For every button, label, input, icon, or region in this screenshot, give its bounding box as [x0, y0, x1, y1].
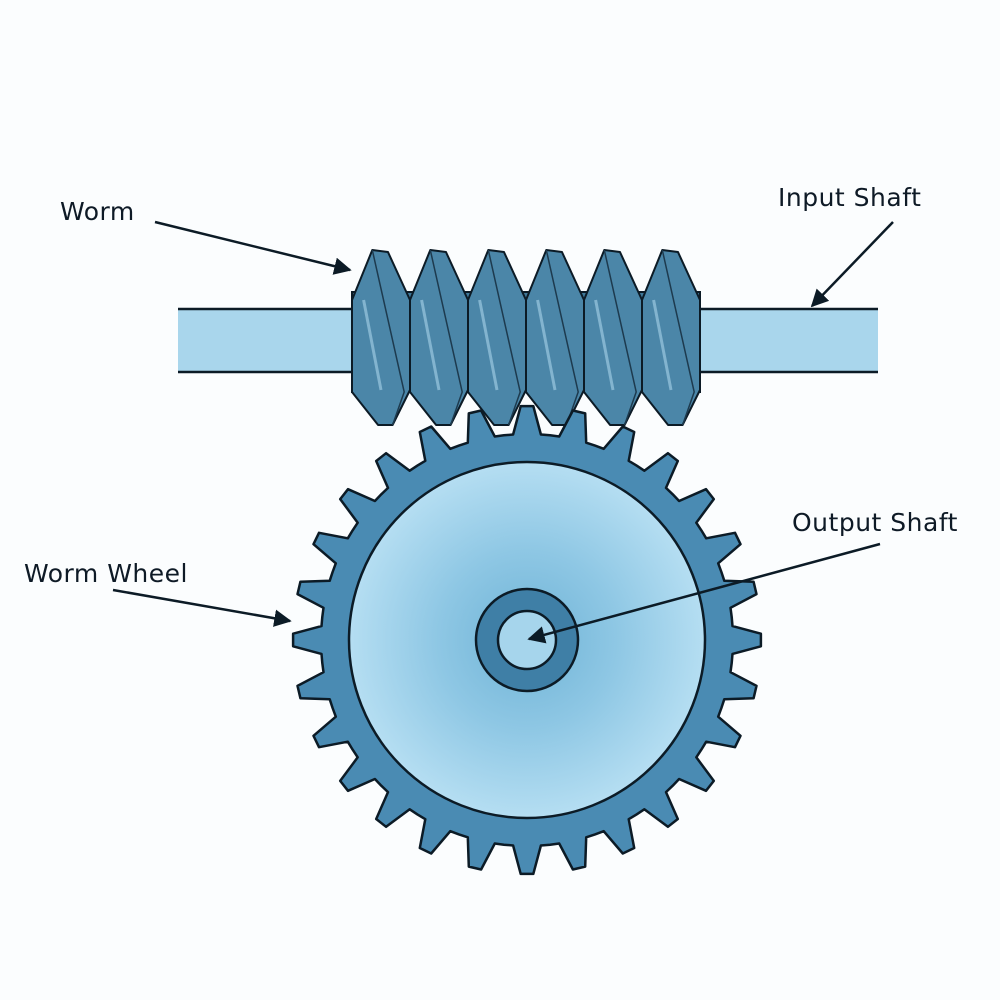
leader-lines: [112, 220, 894, 644]
worm-thread-edge: [661, 249, 695, 426]
worm-thread-edge: [487, 249, 521, 426]
worm-thread-highlight: [652, 299, 673, 391]
worm-wheel-arrow: [112, 588, 292, 627]
worm-thread-highlight: [594, 299, 615, 391]
worm-thread-edge: [429, 249, 463, 426]
output-shaft-bore: [496, 609, 558, 671]
worm-thread: [641, 249, 701, 426]
output-shaft-arrow: [527, 542, 881, 644]
output-shaft-label: Output Shaft: [792, 508, 958, 537]
worm-arrow: [154, 220, 352, 275]
worm-label: Worm: [60, 197, 135, 226]
worm-thread-highlight: [478, 299, 499, 391]
worm-thread-highlight: [362, 299, 383, 391]
worm-thread-edge: [371, 249, 405, 426]
worm: [351, 249, 701, 426]
worm-thread-highlight: [536, 299, 557, 391]
input-shaft-arrow: [810, 221, 894, 308]
worm-thread-highlight: [420, 299, 441, 391]
worm-wheel-label: Worm Wheel: [24, 559, 188, 588]
worm-wheel: [291, 404, 763, 876]
worm-thread-edge: [603, 249, 637, 426]
input-shaft-label: Input Shaft: [778, 183, 922, 212]
